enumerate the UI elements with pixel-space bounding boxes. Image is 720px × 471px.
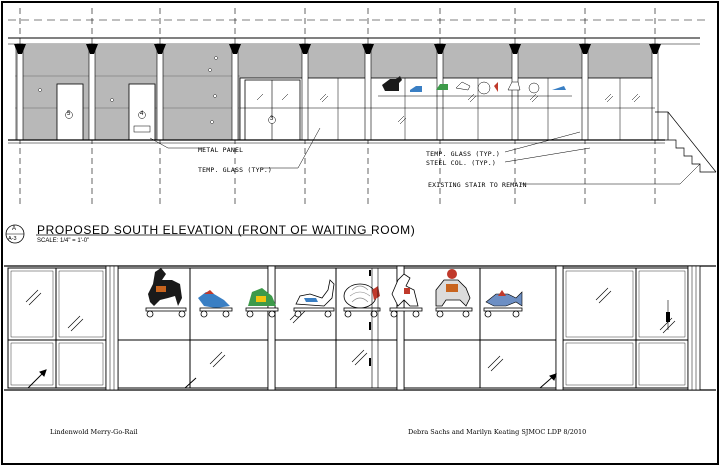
door-number-4: 4	[140, 111, 144, 117]
drawing-scale: SCALE: 1/4" = 1'-0"	[37, 238, 90, 244]
callout-steel-col: STEEL COL. (TYP.)	[426, 159, 496, 167]
door-number-3: 3	[270, 116, 274, 122]
top-figures	[378, 76, 572, 97]
callout-temp-glass: TEMP. GLASS (TYP.)	[198, 166, 273, 174]
swan-figure	[293, 279, 335, 318]
fish-figure	[483, 290, 523, 318]
section-tag-top: A	[12, 226, 17, 232]
footer-left: Lindenwold Merry-Go-Rail	[50, 428, 138, 436]
top-elevation	[8, 8, 717, 205]
section-tag-bottom: A-3	[8, 236, 17, 242]
metal-panel-left	[15, 44, 240, 140]
callout-existing-stair: EXISTING STAIR TO REMAIN	[428, 181, 527, 189]
callout-temp-glass-right: TEMP. GLASS (TYP.)	[426, 150, 501, 158]
elephant-figure	[435, 269, 473, 318]
door-3	[244, 79, 301, 141]
footer-right: Debra Sachs and Marilyn Keating SJMOC LD…	[408, 428, 587, 436]
hen-figure	[343, 283, 381, 318]
section-tag	[5, 224, 25, 244]
door-4	[128, 83, 156, 141]
callout-metal-panel: METAL PANEL	[198, 146, 244, 154]
horse-figure	[145, 268, 187, 318]
drawing-title: PROPOSED SOUTH ELEVATION (FRONT OF WAITI…	[37, 223, 416, 237]
existing-stair	[655, 111, 717, 173]
white-animal-figure	[389, 273, 423, 318]
door-number-5: 5	[67, 111, 71, 117]
bottom-elevation	[4, 265, 716, 391]
frog-figure	[245, 288, 279, 318]
blue-bird-figure	[198, 290, 233, 318]
